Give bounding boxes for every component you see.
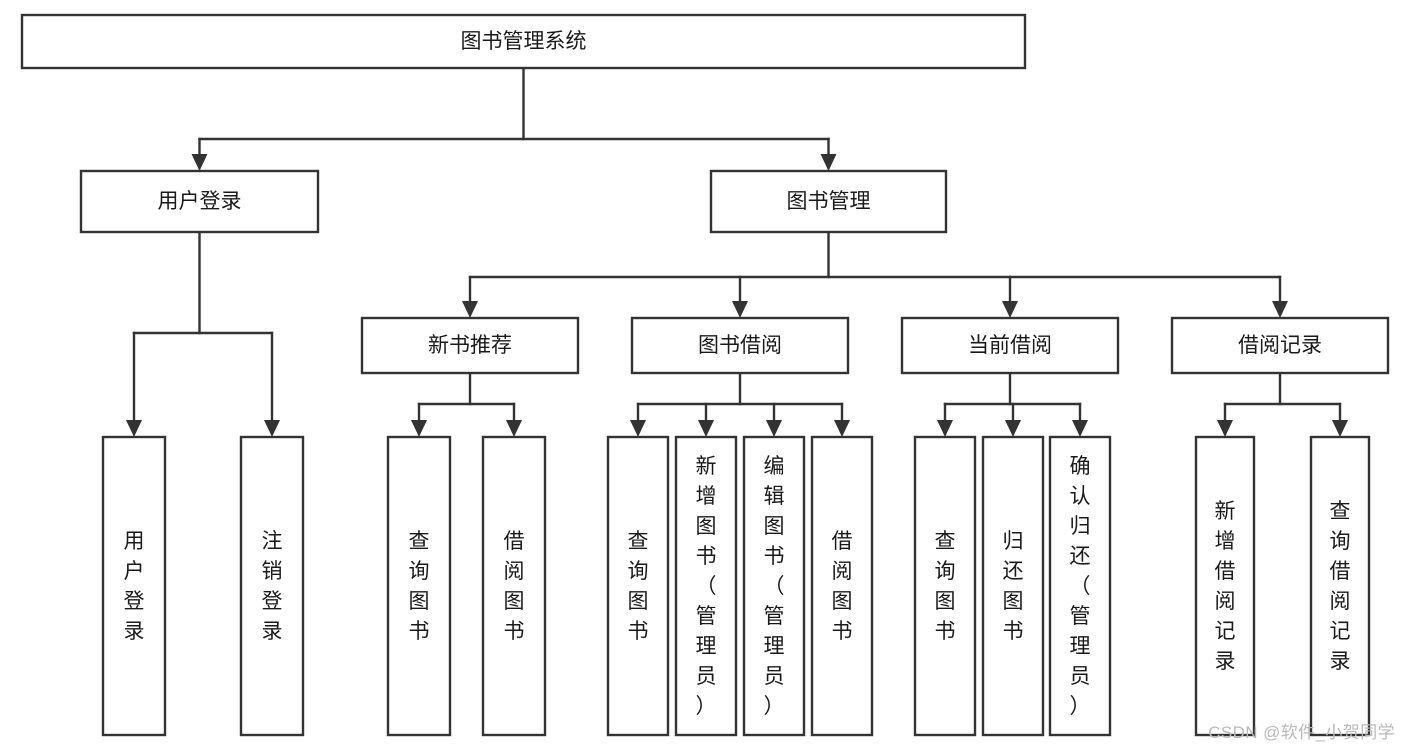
node-label-leaf-borrow-book-1: 借阅图书 [504,530,525,643]
connector-layer [126,66,1348,437]
node-leaf-query-book-2[interactable] [606,435,670,737]
arrow-head-icon [411,420,427,437]
node-label-new-book-recommend: 新书推荐 [428,334,512,357]
arrow-head-icon [820,154,837,171]
node-label-current-borrow: 当前借阅 [968,334,1052,357]
node-label-leaf-add-record: 新增借阅记录 [1215,500,1236,673]
node-leaf-query-record[interactable] [1309,435,1371,737]
node-label-user-login: 用户登录 [158,190,242,213]
arrow-head-icon [1332,420,1348,437]
arrow-head-icon [766,420,782,437]
node-leaf-add-book[interactable] [674,435,738,737]
node-new-book-recommend[interactable] [360,316,580,375]
node-leaf-return-book[interactable] [981,435,1045,737]
node-user-login[interactable] [79,169,320,234]
node-label-leaf-query-record: 查询借阅记录 [1330,500,1351,673]
node-layer: 图书管理系统用户登录图书管理新书推荐图书借阅当前借阅借阅记录用户登录注销登录查询… [20,13,1390,737]
node-leaf-query-book-3[interactable] [913,435,977,737]
node-label-borrow-record: 借阅记录 [1238,334,1322,357]
arrow-head-icon [937,420,953,437]
node-leaf-confirm-return[interactable] [1048,435,1112,737]
node-label-leaf-edit-book: 编辑图书（管理员） [764,455,785,718]
arrow-head-icon [506,420,522,437]
arrow-head-icon [1217,420,1233,437]
node-book-borrow[interactable] [630,316,850,375]
node-leaf-borrow-book-1[interactable] [481,435,547,737]
arrow-head-icon [126,420,142,437]
node-label-leaf-query-book-1: 查询图书 [409,530,430,643]
node-book-management[interactable] [709,169,948,234]
node-label-book-borrow: 图书借阅 [698,334,782,357]
node-label-leaf-query-book-2: 查询图书 [628,530,649,643]
node-leaf-query-book-1[interactable] [386,435,452,737]
arrow-head-icon [630,420,646,437]
node-label-leaf-user-logout: 注销登录 [262,530,283,643]
node-leaf-user-login[interactable] [101,435,167,737]
arrow-head-icon [698,420,714,437]
node-leaf-user-logout[interactable] [239,435,305,737]
node-root-book-management-system[interactable] [20,13,1027,70]
node-label-leaf-return-book: 归还图书 [1003,530,1024,643]
arrow-head-icon [1005,420,1021,437]
arrow-head-icon [1072,420,1088,437]
arrow-head-icon [732,301,748,318]
node-label-root: 图书管理系统 [461,30,587,53]
arrow-head-icon [462,301,478,318]
node-leaf-add-record[interactable] [1194,435,1256,737]
node-label-book-management: 图书管理 [787,190,871,213]
node-label-leaf-query-book-3: 查询图书 [935,530,956,643]
arrow-head-icon [1272,301,1288,318]
node-label-leaf-user-login: 用户登录 [124,530,145,643]
node-label-leaf-add-book: 新增图书（管理员） [696,455,717,718]
node-label-leaf-confirm-return: 确认归还（管理员） [1070,455,1091,718]
arrow-head-icon [834,420,850,437]
node-leaf-edit-book[interactable] [742,435,806,737]
node-borrow-record[interactable] [1170,316,1390,375]
arrow-head-icon [1002,301,1018,318]
arrow-head-icon [191,154,208,171]
node-label-leaf-borrow-book-2: 借阅图书 [832,530,853,643]
arrow-head-icon [264,420,280,437]
node-current-borrow[interactable] [900,316,1120,375]
node-leaf-borrow-book-2[interactable] [810,435,874,737]
